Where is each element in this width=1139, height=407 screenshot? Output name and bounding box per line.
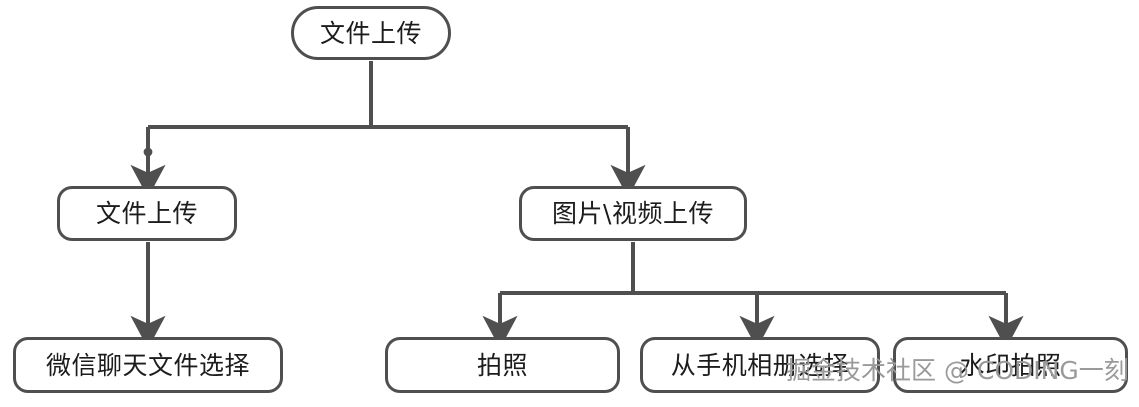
node-wechat-chat-file-select[interactable]: 微信聊天文件选择 (13, 337, 283, 393)
node-file-upload-root[interactable]: 文件上传 (291, 6, 451, 60)
node-image-video-upload[interactable]: 图片\视频上传 (519, 186, 747, 241)
node-file-upload[interactable]: 文件上传 (57, 186, 237, 241)
node-take-photo[interactable]: 拍照 (385, 337, 620, 393)
node-select-from-phone-album[interactable]: 从手机相册选择 (640, 337, 880, 393)
edge-junction-dot (143, 147, 153, 157)
node-watermark-photo[interactable]: 水印拍照 (893, 337, 1128, 393)
